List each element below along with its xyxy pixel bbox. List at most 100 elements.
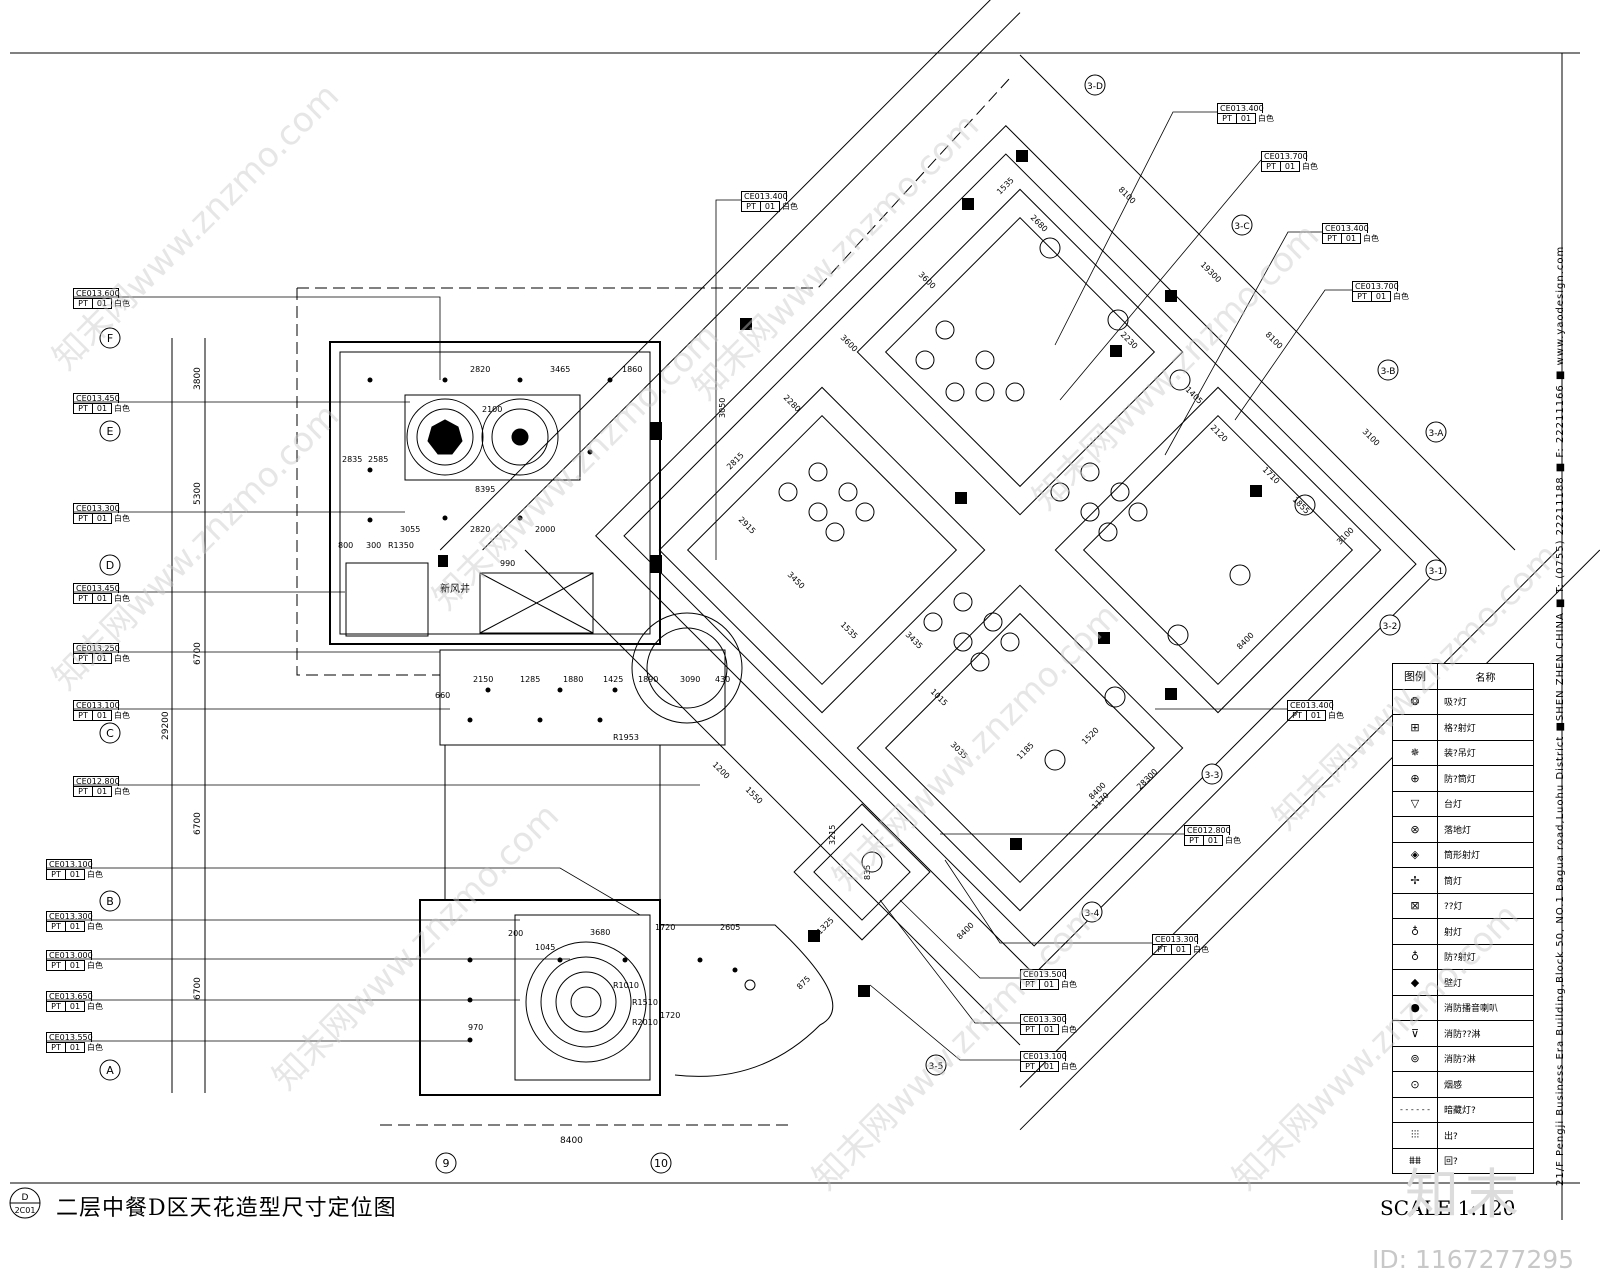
svg-text:19300: 19300: [1199, 260, 1223, 284]
svg-text:1880: 1880: [563, 675, 583, 684]
svg-text:R1510: R1510: [632, 998, 658, 1007]
svg-text:1520: 1520: [1080, 726, 1101, 747]
spotlight-icon: ♁: [1393, 919, 1438, 944]
table-lamp-icon: ▽: [1393, 791, 1438, 816]
grid-axis-labels: F E D C B A 9 10 3-D 3-C 3-B 3-A 3-1 3-2…: [106, 82, 1445, 1170]
svg-text:3035: 3035: [949, 740, 970, 761]
watermark-id: ID: 1167277295: [1372, 1245, 1575, 1274]
svg-text:300: 300: [366, 541, 381, 550]
cylinder-spotlight-icon: ◈: [1393, 842, 1438, 867]
floor-lamp-icon: ⊗: [1393, 817, 1438, 842]
svg-text:1535: 1535: [839, 620, 860, 641]
dim-6700-a: 6700: [193, 642, 203, 665]
svg-text:2835: 2835: [342, 455, 362, 464]
wall-lamp-icon: ◆: [1393, 970, 1438, 995]
svg-text:3600: 3600: [917, 270, 938, 291]
coffer-ne: [856, 188, 1184, 516]
svg-text:3100: 3100: [1361, 427, 1382, 448]
svg-text:8400: 8400: [955, 921, 976, 942]
svg-text:1200: 1200: [711, 760, 732, 781]
svg-text:28300: 28300: [1135, 767, 1159, 791]
legend-row: ▽台灯: [1393, 791, 1533, 817]
svg-text:2100: 2100: [482, 405, 502, 414]
svg-text:3680: 3680: [590, 928, 610, 937]
downlight-icon: ✢: [1393, 868, 1438, 893]
legend-row: ⊽消防??淋: [1393, 1021, 1533, 1047]
air-outlet-icon: ⫶⫶⫶: [1393, 1123, 1438, 1148]
axis-3A: 3-A: [1429, 429, 1445, 439]
svg-text:R1010: R1010: [613, 981, 639, 990]
zone-boundary: [296, 77, 1011, 1126]
axis-A: A: [106, 1064, 114, 1077]
legend-row: ◆壁灯: [1393, 970, 1533, 996]
svg-text:2820: 2820: [470, 365, 490, 374]
small-rotated-coffer: [793, 803, 931, 941]
upper-room-inner: [339, 351, 651, 635]
upper-room-coffer: [404, 394, 581, 481]
svg-text:2605: 2605: [720, 923, 740, 932]
svg-text:R1953: R1953: [613, 733, 639, 742]
svg-text:990: 990: [500, 559, 515, 568]
light-fixtures: [367, 377, 756, 1043]
ceiling-light-icon: ❂: [1393, 689, 1438, 714]
legend-row: ✢筒灯: [1393, 868, 1533, 894]
lower-room-outline: [419, 899, 661, 1096]
svg-text:8100: 8100: [1264, 330, 1285, 351]
drawing-ref-bottom: 2C01: [15, 1206, 36, 1215]
svg-text:1045: 1045: [535, 943, 555, 952]
fresh-air-shaft-left: [345, 562, 429, 637]
drawing-ref-bubble: D 2C01: [9, 1187, 41, 1219]
svg-text:200: 200: [508, 929, 523, 938]
svg-text:3435: 3435: [904, 630, 925, 651]
svg-text:970: 970: [468, 1023, 483, 1032]
axis-34: 3-4: [1085, 909, 1100, 919]
svg-text:1860: 1860: [622, 365, 642, 374]
svg-text:R1350: R1350: [388, 541, 414, 550]
svg-text:8395: 8395: [475, 485, 495, 494]
axis-3D: 3-D: [1087, 82, 1103, 92]
legend-row: ✵装?吊灯: [1393, 740, 1533, 766]
drawing-scale: SCALE 1:120: [1380, 1196, 1516, 1220]
axis-3B: 3-B: [1381, 367, 1396, 377]
svg-text:1015: 1015: [929, 687, 950, 708]
svg-text:2120: 2120: [1209, 423, 1230, 444]
svg-text:3090: 3090: [680, 675, 700, 684]
fire-sprinkler-side-icon: ⊽: [1393, 1021, 1438, 1046]
svg-text:3600: 3600: [839, 333, 860, 354]
legend-row: ♁防?射灯: [1393, 944, 1533, 970]
svg-text:1720: 1720: [655, 923, 675, 932]
svg-text:1185: 1185: [1015, 741, 1036, 762]
svg-text:3450: 3450: [786, 570, 807, 591]
dim-5300: 5300: [193, 482, 203, 505]
dim-total: 29200: [161, 711, 171, 740]
svg-text:1325: 1325: [815, 916, 836, 937]
curved-bay: [660, 924, 834, 1077]
svg-text:660: 660: [435, 691, 450, 700]
svg-text:875: 875: [795, 974, 812, 991]
svg-text:3055: 3055: [400, 525, 420, 534]
decorative-pendant-icon: ✵: [1393, 740, 1438, 765]
grid-axis-bubbles: [99, 74, 1447, 1174]
svg-text:1855: 1855: [1291, 495, 1312, 516]
svg-text:1405: 1405: [1184, 385, 1205, 406]
svg-text:2585: 2585: [368, 455, 388, 464]
svg-text:430: 430: [715, 675, 730, 684]
svg-text:2820: 2820: [470, 525, 490, 534]
company-info: 21/F Pengji Business Era Building,Block …: [1555, 245, 1566, 1186]
legend-row: ◈筒形射灯: [1393, 842, 1533, 868]
grille-light-icon: ⊞: [1393, 715, 1438, 740]
svg-text:8100: 8100: [1117, 185, 1138, 206]
axis-E: E: [107, 425, 114, 438]
legend-header: 图例 名称: [1393, 664, 1533, 690]
axis-F: F: [107, 332, 113, 345]
svg-text:1710: 1710: [1261, 465, 1282, 486]
legend-row: ⊕防?筒灯: [1393, 766, 1533, 792]
